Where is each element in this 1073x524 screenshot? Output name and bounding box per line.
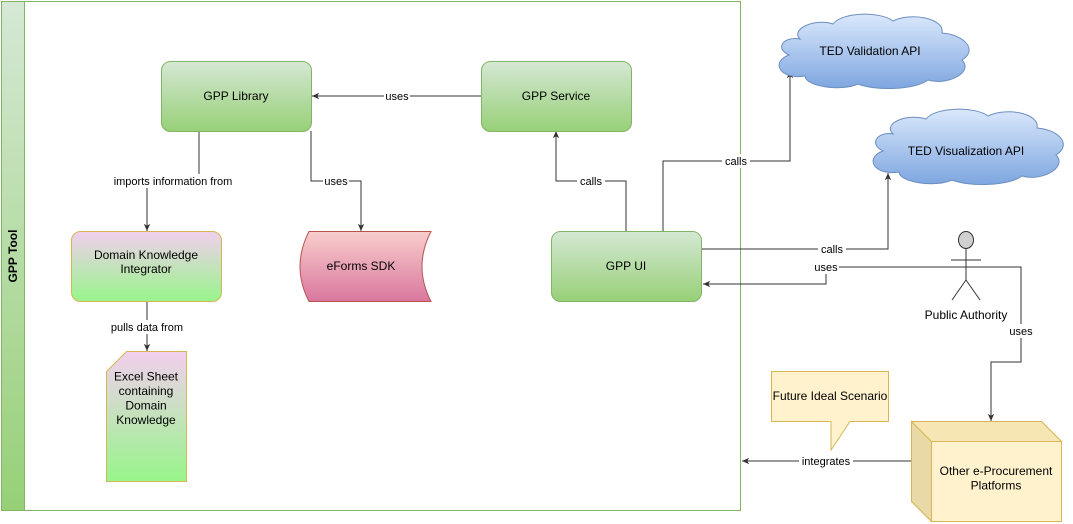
eforms-sdk-node: eForms SDK bbox=[299, 231, 432, 302]
ted-visualization-api-label: TED Visualization API bbox=[908, 144, 1025, 158]
edge-library-uses-eforms: uses bbox=[310, 131, 365, 231]
gpp-tool-title: GPP Tool bbox=[6, 230, 20, 283]
edge-label: pulls data from bbox=[111, 322, 183, 334]
edge-authority-uses-platforms: uses bbox=[987, 285, 1034, 421]
gpp-library-node: GPP Library bbox=[161, 61, 312, 132]
edge-label: uses bbox=[814, 262, 838, 274]
ted-visualization-api-node: TED Visualization API bbox=[872, 108, 1064, 186]
edge-library-imports-integrator: imports information from bbox=[111, 131, 235, 231]
edge-label: calls bbox=[725, 156, 748, 168]
edge-ui-calls-service: calls bbox=[552, 131, 627, 231]
ted-validation-api-node: TED Validation API bbox=[778, 13, 970, 90]
future-ideal-scenario-callout: Future Ideal Scenario bbox=[771, 371, 889, 452]
edge-ui-calls-validation: calls bbox=[662, 71, 794, 231]
gpp-ui-label: GPP UI bbox=[606, 259, 646, 273]
ted-validation-api-label: TED Validation API bbox=[819, 44, 920, 58]
gpp-service-label: GPP Service bbox=[522, 89, 591, 103]
gpp-ui-node: GPP UI bbox=[551, 231, 702, 302]
edge-label: uses bbox=[324, 176, 348, 188]
edge-label: uses bbox=[385, 91, 409, 103]
public-authority-actor: Public Authority bbox=[925, 231, 1008, 322]
edge-label: uses bbox=[1009, 326, 1033, 338]
person-icon bbox=[951, 231, 981, 301]
edge-label: calls bbox=[580, 176, 603, 188]
future-ideal-scenario-label: Future Ideal Scenario bbox=[773, 389, 888, 403]
edge-integrator-pulls-excel: pulls data from bbox=[108, 301, 186, 351]
gpp-service-node: GPP Service bbox=[481, 61, 632, 132]
eforms-sdk-label: eForms SDK bbox=[327, 259, 396, 273]
edge-label: calls bbox=[821, 244, 844, 256]
edge-authority-uses-ui: uses bbox=[703, 260, 1022, 288]
gpp-library-label: GPP Library bbox=[203, 89, 268, 103]
edge-label: integrates bbox=[802, 456, 851, 468]
public-authority-label: Public Authority bbox=[925, 308, 1008, 322]
edge-service-uses-library: uses bbox=[312, 89, 481, 103]
edge-ui-calls-visualization: calls bbox=[701, 173, 892, 256]
edge-label: imports information from bbox=[114, 176, 233, 188]
edge-platforms-integrates-tool: integrates bbox=[742, 454, 911, 468]
